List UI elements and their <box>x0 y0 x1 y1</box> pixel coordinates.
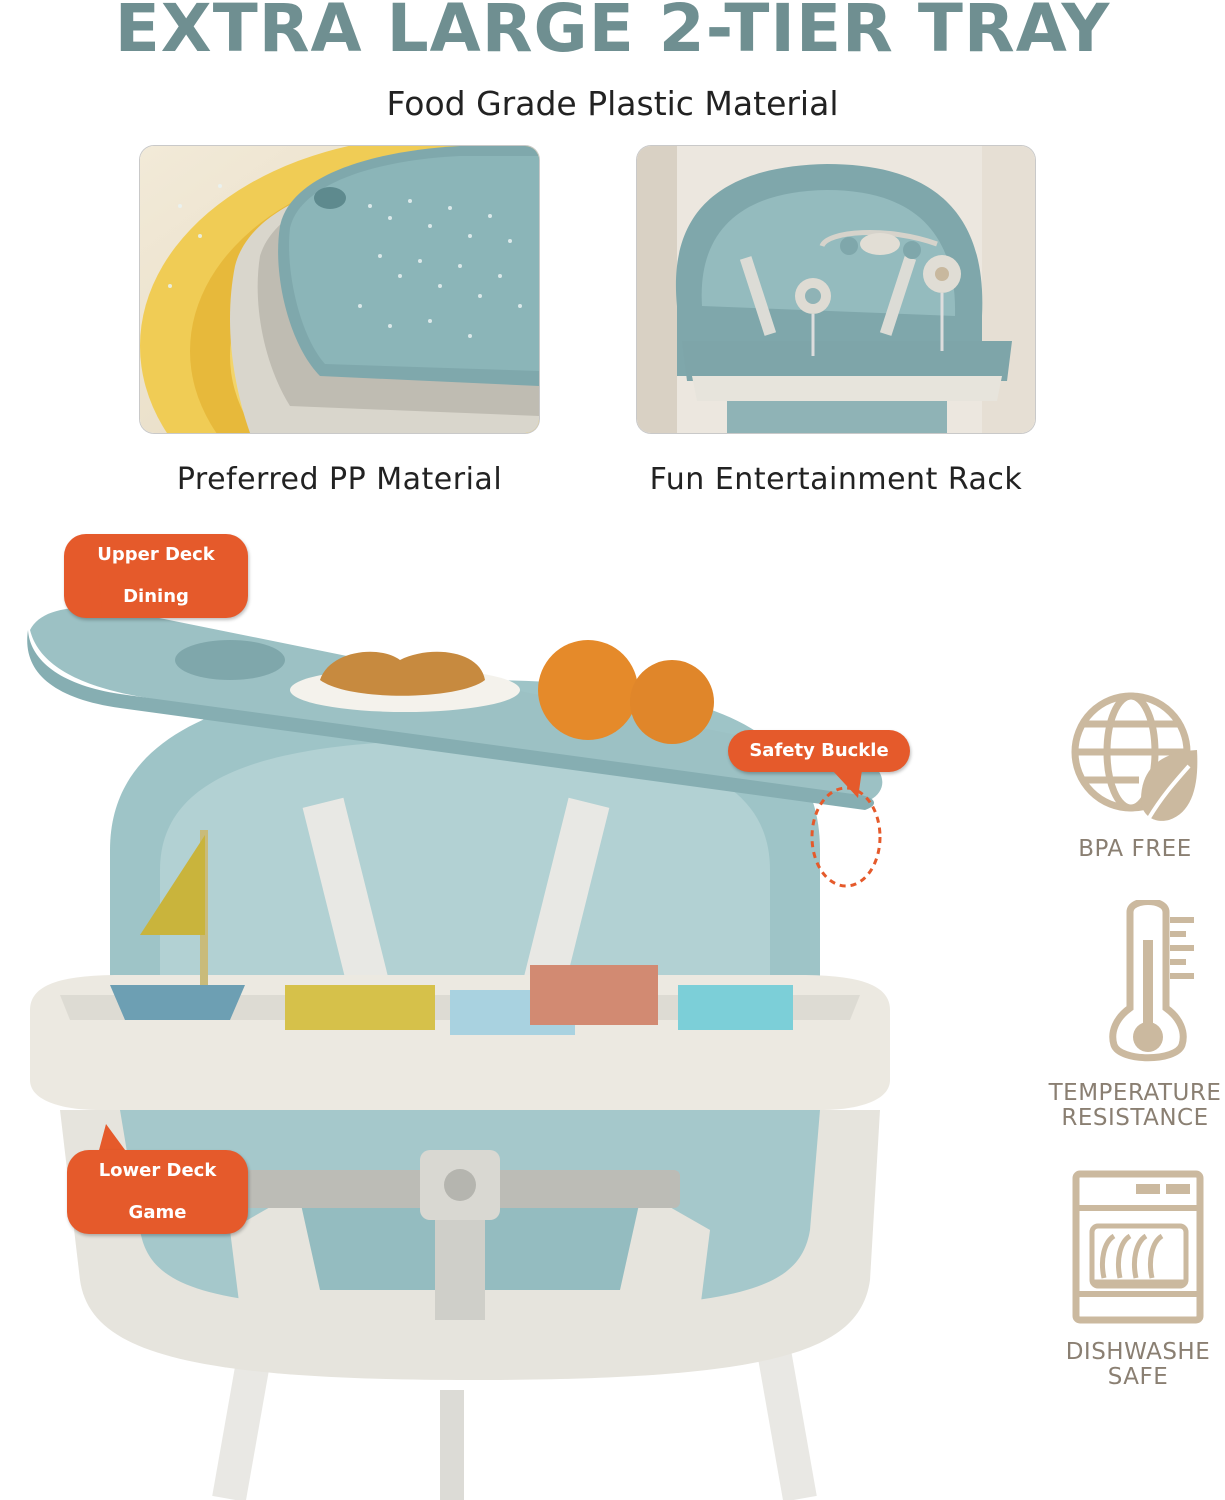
temperature-label-line2: RESISTANCE <box>1061 1105 1209 1131</box>
safety-buckle-highlight <box>808 785 884 889</box>
page-title: EXTRA LARGE 2-TIER TRAY <box>114 0 1111 67</box>
lower-deck-callout: Lower Deck Game <box>67 1150 248 1234</box>
dishwasher-label-line1: DISHWASHE <box>1065 1339 1211 1365</box>
temperature-label-line1: TEMPERATURE <box>1048 1080 1222 1106</box>
pp-material-caption: Preferred PP Material <box>176 462 503 497</box>
pp-material-photo <box>140 146 539 433</box>
page-subtitle: Food Grade Plastic Material <box>386 84 839 123</box>
lower-deck-callout-pointer <box>92 1124 132 1154</box>
dishwasher-icon <box>1070 1170 1208 1325</box>
entertainment-rack-caption: Fun Entertainment Rack <box>649 462 1023 497</box>
upper-deck-callout: Upper Deck Dining <box>64 534 248 618</box>
safety-buckle-callout: Safety Buckle <box>728 730 910 772</box>
bpa-free-label: BPA FREE <box>1078 836 1192 862</box>
safety-buckle-callout-pointer <box>828 770 868 800</box>
upper-deck-callout-pointer <box>96 574 126 610</box>
dishwasher-label-line2: SAFE <box>1107 1364 1169 1390</box>
high-chair-illustration <box>0 590 1000 1500</box>
entertainment-rack-photo <box>637 146 1035 433</box>
thermometer-icon <box>1108 900 1198 1065</box>
globe-leaf-icon <box>1069 688 1201 826</box>
